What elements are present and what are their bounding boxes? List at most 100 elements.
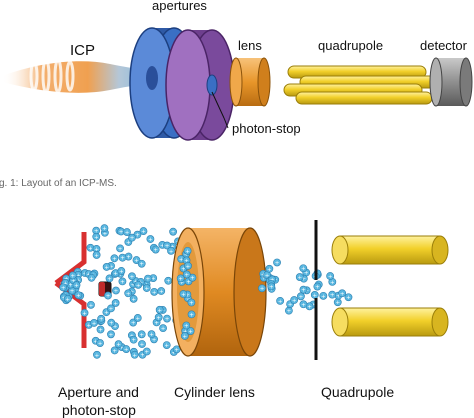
ion-charge-symbol: + xyxy=(185,249,190,255)
ion: + xyxy=(319,291,328,300)
ion: + xyxy=(123,228,131,236)
ion-charge-symbol: + xyxy=(94,235,99,241)
ion-charge-symbol: + xyxy=(135,233,140,239)
ion: + xyxy=(139,227,148,235)
ion: + xyxy=(276,296,285,305)
ion: + xyxy=(157,287,166,295)
ion: + xyxy=(297,292,305,300)
ion: + xyxy=(117,267,126,275)
ion-charge-symbol: + xyxy=(126,255,131,261)
ion: + xyxy=(137,259,146,268)
ion: + xyxy=(163,314,171,323)
ion-charge-symbol: + xyxy=(315,285,320,291)
ion-charge-symbol: + xyxy=(307,304,312,310)
ion-charge-symbol: + xyxy=(145,349,150,355)
ion: + xyxy=(137,330,146,338)
ion: + xyxy=(162,341,171,349)
ion-charge-symbol: + xyxy=(181,266,186,272)
label-photon-stop-top: photon-stop xyxy=(232,121,301,136)
ion: + xyxy=(179,290,188,298)
ion-charge-symbol: + xyxy=(169,249,174,255)
ion: + xyxy=(182,321,191,329)
ion-charge-symbol: + xyxy=(330,280,335,286)
ion: + xyxy=(299,285,308,294)
ion-charge-symbol: + xyxy=(140,353,145,359)
ion-charge-symbol: + xyxy=(89,276,94,282)
label-cylinder-lens: Cylinder lens xyxy=(174,384,255,400)
ion-charge-symbol: + xyxy=(112,256,117,262)
ion: + xyxy=(326,272,335,280)
ion: + xyxy=(107,330,115,338)
ion-charge-symbol: + xyxy=(120,256,125,262)
ion: + xyxy=(107,304,115,312)
ion-charge-symbol: + xyxy=(95,353,100,359)
ion-charge-symbol: + xyxy=(165,243,170,249)
ion-charge-symbol: + xyxy=(179,257,184,263)
ion-charge-symbol: + xyxy=(267,267,272,273)
ion-charge-symbol: + xyxy=(141,229,146,235)
ion-charge-symbol: + xyxy=(76,293,81,299)
ion-charge-symbol: + xyxy=(156,315,161,321)
ion: + xyxy=(96,339,104,347)
ion-charge-symbol: + xyxy=(183,334,188,340)
ion: + xyxy=(134,280,143,289)
ion: + xyxy=(111,299,120,307)
ion-charge-symbol: + xyxy=(119,269,124,275)
ion: + xyxy=(124,289,133,297)
ion: + xyxy=(105,274,114,282)
label-photon-stop-bottom: photon-stop xyxy=(62,402,136,418)
ion: + xyxy=(93,350,101,359)
ion-charge-symbol: + xyxy=(89,303,94,309)
ion-charge-symbol: + xyxy=(328,274,333,280)
ion: + xyxy=(154,313,163,321)
ion: + xyxy=(114,340,123,348)
ion-charge-symbol: + xyxy=(94,253,99,259)
ion-charge-symbol: + xyxy=(102,226,107,232)
ion-charge-symbol: + xyxy=(157,308,162,314)
ion: + xyxy=(110,254,119,262)
ion: + xyxy=(116,244,124,252)
ion-charge-symbol: + xyxy=(76,273,81,279)
ion-charge-symbol: + xyxy=(184,252,189,258)
ion: + xyxy=(104,291,112,300)
ion-charge-symbol: + xyxy=(188,329,193,335)
ion: + xyxy=(129,335,138,344)
ion-charge-symbol: + xyxy=(113,301,118,307)
ion: + xyxy=(163,241,171,249)
ion-charge-symbol: + xyxy=(166,279,171,285)
ion-charge-symbol: + xyxy=(148,237,153,243)
ion: + xyxy=(258,284,266,292)
ion-charge-symbol: + xyxy=(134,258,139,264)
ion: + xyxy=(290,296,299,304)
ion-charge-symbol: + xyxy=(125,230,130,236)
ion-charge-symbol: + xyxy=(159,289,164,295)
label-lens: lens xyxy=(238,38,262,53)
ion: + xyxy=(144,274,152,283)
ion-charge-symbol: + xyxy=(139,262,144,268)
ion-charge-symbol: + xyxy=(92,321,97,327)
ion-charge-symbol: + xyxy=(269,284,274,290)
ion: + xyxy=(187,298,196,307)
ion: + xyxy=(100,224,109,232)
label-icp: ICP xyxy=(70,42,96,59)
ion-charge-symbol: + xyxy=(130,289,135,295)
ion-charge-symbol: + xyxy=(113,324,118,330)
ion: + xyxy=(284,306,293,315)
ion: + xyxy=(129,294,138,303)
ion: + xyxy=(182,270,191,278)
ion-charge-symbol: + xyxy=(82,311,87,317)
ion-charge-symbol: + xyxy=(103,231,108,237)
ion-charge-symbol: + xyxy=(119,345,124,351)
ion-charge-symbol: + xyxy=(94,229,99,235)
ion-charge-symbol: + xyxy=(71,273,76,279)
ion-charge-symbol: + xyxy=(98,328,103,334)
ion-charge-symbol: + xyxy=(260,286,265,292)
ion: + xyxy=(118,253,127,262)
ion-charge-symbol: + xyxy=(186,279,191,285)
ion: + xyxy=(72,281,81,289)
quadrupole-rods-detail xyxy=(331,235,449,337)
ion-charge-symbol: + xyxy=(153,248,158,254)
ion: + xyxy=(138,340,146,348)
icp-plasma xyxy=(2,58,158,94)
label-quadrupole-top: quadrupole xyxy=(318,38,384,53)
